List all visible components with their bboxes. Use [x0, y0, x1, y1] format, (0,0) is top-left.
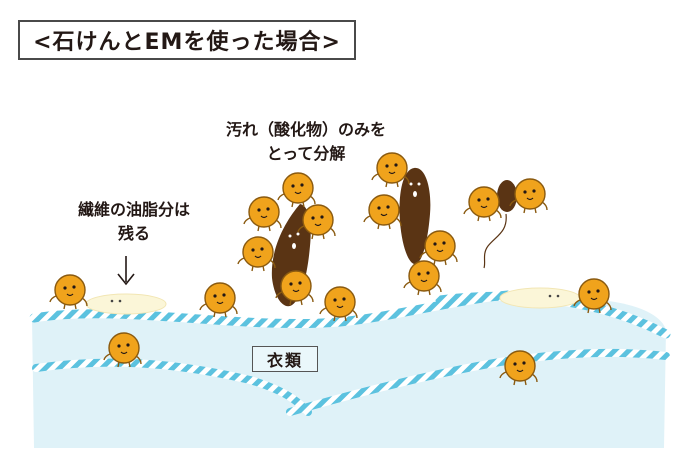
page-title: <石けんとEMを使った場合>: [18, 20, 356, 60]
oil-residue-label: 繊維の油脂分は 残る: [44, 198, 224, 246]
microbe-icon-17: [509, 178, 548, 214]
oil-blob-icon-right: [499, 287, 581, 309]
dirt-blob-icon-2: [399, 167, 431, 265]
dirt-removal-label-line2: とって分解: [266, 144, 346, 163]
oil-face-right: [548, 294, 560, 298]
microbe-icon-1: [49, 274, 88, 310]
fiber-rope-middle-right: [286, 348, 670, 416]
dirt-face-2: [409, 182, 421, 197]
microbe-icon-13: [363, 194, 402, 230]
dirt-removal-label-line1: 汚れ（酸化物）のみを: [225, 120, 386, 139]
microbe-icon-16: [463, 186, 502, 222]
microbe-icon-8: [243, 196, 282, 232]
microbe-icon-2: [199, 282, 238, 318]
fiber-rope-middle-left: [32, 358, 312, 416]
microbe-icon-7: [277, 172, 316, 208]
oil-residue-label-line2: 残る: [117, 224, 150, 243]
dirt-face-1: [288, 232, 300, 249]
oil-residue-label-line1: 繊維の油脂分は: [77, 200, 190, 219]
oil-blob-icon-left: [85, 293, 167, 315]
microbe-icon-10: [237, 236, 276, 272]
oil-face-left: [110, 299, 122, 303]
fabric-body: [32, 297, 666, 448]
microbe-icon-15: [403, 260, 442, 296]
dirt-blob-icon-3: [497, 180, 517, 212]
down-arrow-icon: [117, 256, 135, 286]
fabric-label: 衣類: [252, 346, 318, 372]
dirt-trail: [483, 213, 507, 269]
dirt-removal-label: 汚れ（酸化物）のみを とって分解: [206, 118, 406, 166]
microbe-icon-3: [319, 286, 358, 322]
